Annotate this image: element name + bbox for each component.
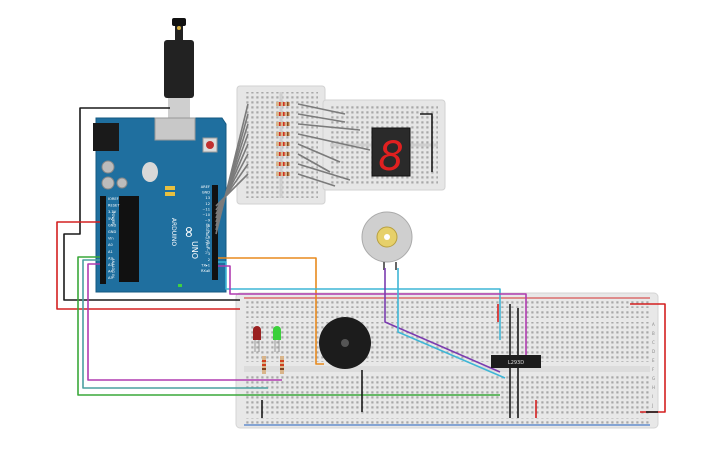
power-pin-label: Vin (108, 237, 114, 241)
breadboard-row-letter: F (652, 367, 655, 372)
resistor-band (287, 132, 289, 136)
resistor-band (287, 172, 289, 176)
power-pin-label: GND (108, 223, 116, 227)
resistor-band (283, 162, 285, 166)
dc-motor (361, 211, 413, 270)
breadboard-row-letter: D (652, 349, 655, 354)
power-jack (93, 123, 119, 151)
digital-pin-label: 4 (208, 247, 211, 251)
digital-pin-label: ~6 (205, 235, 211, 239)
resistor-band (283, 122, 285, 126)
l293d-driver-chip: L293D (491, 355, 541, 368)
breadboard-row-letter: H (652, 385, 655, 390)
breadboard-row-letter: I (652, 394, 653, 399)
piezo-buzzer (319, 317, 371, 369)
resistor-band (287, 152, 289, 156)
digital-pin-label: 12 (205, 202, 210, 206)
breadboard-row-letter: J (651, 403, 653, 408)
resistor-band (287, 162, 289, 166)
power-pin-label: A2 (108, 256, 113, 260)
digital-pin-label: ~10 (202, 213, 210, 217)
breadboard-row-letter: A (652, 322, 655, 327)
arduino-logo: ∞ (180, 225, 199, 238)
resistor-band (279, 112, 281, 116)
digital-pin-label: 2 (208, 258, 210, 262)
digital-pin-label: 7 (208, 230, 210, 234)
digital-pin-label: ~5 (205, 241, 210, 245)
resistor-band (279, 162, 281, 166)
power-pin-label: A0 (108, 243, 113, 247)
digital-pin-label: AREF (201, 185, 210, 189)
breadboard-row-letter: C (652, 340, 655, 345)
power-pin-label: A4 (108, 270, 113, 274)
resistor-band (283, 142, 285, 146)
power-pin-label: A3 (108, 263, 113, 267)
digital-pin-label: ~11 (202, 207, 210, 211)
breadboard-row-letter: B (652, 331, 655, 336)
seven-segment-digit: 8 (378, 134, 403, 180)
led-resistors (262, 356, 284, 374)
resistor-band (283, 102, 285, 106)
digital-pin-label: TX▸1 (200, 263, 210, 267)
segment-resistors (276, 102, 290, 176)
breadboard-row-letter: G (652, 376, 655, 381)
power-pin-label: A5 (108, 276, 113, 280)
power-pin-label: RESET (108, 204, 120, 208)
resistor-band (287, 102, 289, 106)
red-led (253, 326, 261, 352)
digital-pin-label: ~3 (205, 252, 210, 256)
power-pin-label: IOREF (108, 197, 119, 201)
breadboard-row-letter: E (652, 358, 655, 363)
resistor-band (279, 122, 281, 126)
resistor-band (279, 172, 281, 176)
arduino-brand-label: ARDUINO (170, 218, 177, 247)
resistor-band (279, 152, 281, 156)
power-pin-label: 3.3V (108, 210, 117, 214)
usb-port (154, 117, 196, 141)
resistor-band (283, 112, 285, 116)
resistor-band (287, 112, 289, 116)
digital-pin-label: 13 (205, 196, 210, 200)
resistor-band (279, 102, 281, 106)
resistor-band (283, 152, 285, 156)
arduino-model-label: UNO (190, 241, 199, 259)
resistor-band (287, 142, 289, 146)
power-label: POWER (111, 212, 115, 226)
resistor-band (287, 122, 289, 126)
l293d-label: L293D (508, 360, 524, 366)
resistor-band (283, 172, 285, 176)
wires (56, 103, 666, 418)
power-pin-label: A1 (108, 250, 113, 254)
digital-label: DIGITAL (PWM~) (205, 223, 209, 253)
digital-pin-label: RX◂0 (201, 269, 211, 273)
power-pin-label: GND (108, 230, 116, 234)
atmega-chip (119, 196, 139, 282)
resistor-band (283, 132, 285, 136)
seven-segment-display: 8 (371, 127, 411, 180)
usb-cable (164, 18, 194, 118)
resistor-band (279, 142, 281, 146)
power-pin-label: 5V (108, 217, 113, 221)
digital-pin-label: 8 (208, 224, 211, 228)
resistor-band (279, 132, 281, 136)
digital-pin-label: GND (202, 191, 210, 195)
green-led (273, 326, 281, 352)
arduino-uno-board: ∞ ARDUINO UNO POWER ANALOG IN DIGITAL (P… (93, 117, 227, 293)
analog-in-label: ANALOG IN (111, 258, 115, 278)
digital-pin-label: ~9 (205, 219, 211, 223)
